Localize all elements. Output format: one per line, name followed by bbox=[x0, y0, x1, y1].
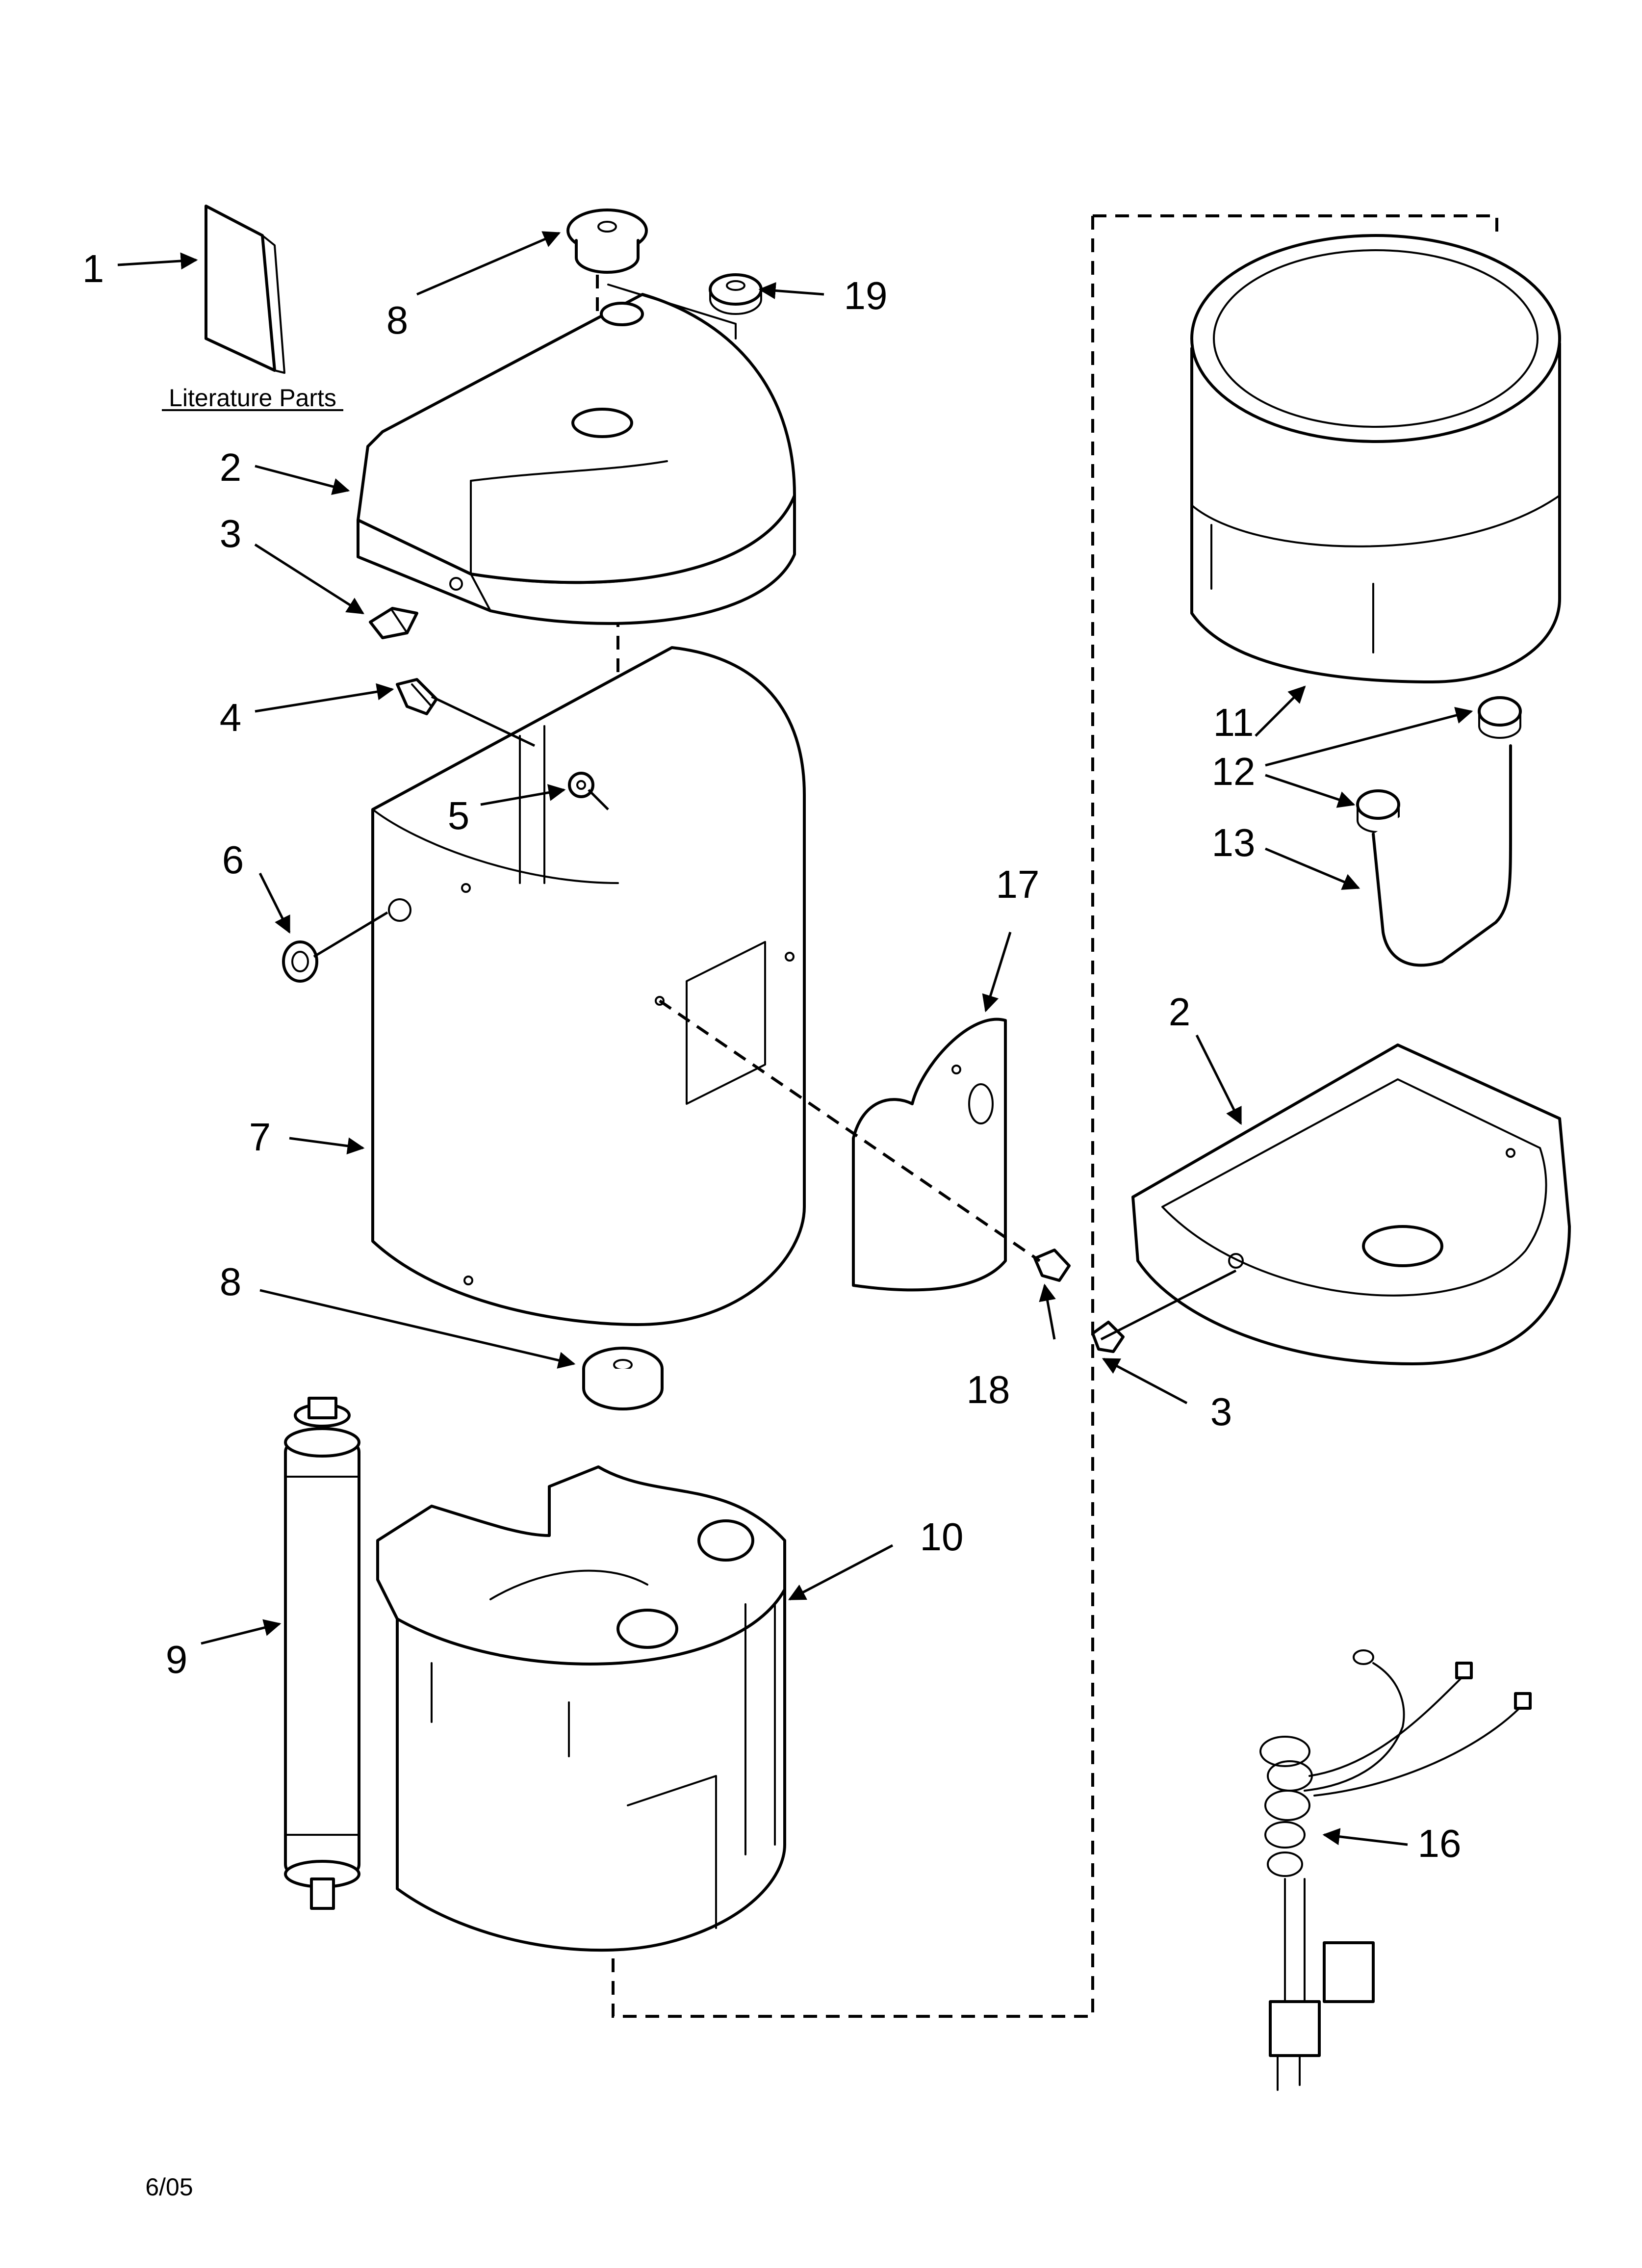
part-tubing bbox=[1372, 744, 1512, 967]
part-filter-cartridge bbox=[284, 1397, 360, 1910]
part-plug bbox=[282, 940, 318, 983]
literature-parts-label: Literature Parts bbox=[169, 384, 336, 412]
callout-3-tray: 3 bbox=[1210, 1390, 1232, 1434]
part-housing bbox=[371, 646, 806, 1326]
part-literature bbox=[205, 205, 285, 374]
part-clip-nut bbox=[568, 772, 594, 798]
callout-10: 10 bbox=[920, 1515, 964, 1559]
callout-17: 17 bbox=[996, 862, 1040, 906]
part-power-cord bbox=[1259, 1649, 1532, 2091]
part-fitting-cap-lower bbox=[1356, 789, 1400, 833]
callout-2-top: 2 bbox=[220, 445, 242, 489]
date-code: 6/05 bbox=[145, 2173, 193, 2201]
screw-guide-line bbox=[659, 999, 1041, 1262]
part-washer bbox=[709, 273, 763, 315]
leader-lines bbox=[117, 231, 1473, 1846]
part-shield bbox=[852, 1017, 1007, 1292]
callout-6: 6 bbox=[222, 838, 244, 882]
part-grommet-top bbox=[566, 209, 648, 274]
callout-8-bottom: 8 bbox=[220, 1260, 242, 1303]
callout-2-tray: 2 bbox=[1169, 990, 1191, 1034]
part-top-cover bbox=[357, 284, 796, 625]
callout-13: 13 bbox=[1212, 821, 1256, 864]
part-grommet-bottom bbox=[582, 1347, 664, 1410]
callout-9: 9 bbox=[166, 1638, 188, 1681]
callout-4: 4 bbox=[220, 696, 242, 739]
callout-labels: 1 8 19 2 3 4 5 6 7 17 8 18 9 10 11 12 13… bbox=[82, 247, 1462, 1865]
callout-1: 1 bbox=[82, 247, 104, 290]
part-screw-top bbox=[396, 678, 438, 715]
part-base bbox=[376, 1465, 786, 1952]
callout-3-top: 3 bbox=[220, 512, 242, 555]
callout-5: 5 bbox=[448, 794, 470, 837]
callout-7: 7 bbox=[249, 1115, 271, 1159]
part-reservoir bbox=[1190, 234, 1561, 683]
callout-16: 16 bbox=[1418, 1822, 1462, 1865]
part-fitting-cap-upper bbox=[1478, 696, 1522, 739]
part-tray bbox=[1131, 1043, 1571, 1365]
part-screw-shield bbox=[1033, 1249, 1071, 1282]
part-screw-cover bbox=[369, 607, 418, 639]
callout-12: 12 bbox=[1212, 750, 1256, 793]
callout-18: 18 bbox=[967, 1368, 1010, 1411]
callout-11: 11 bbox=[1213, 701, 1254, 744]
callout-19: 19 bbox=[844, 274, 888, 317]
callout-8-top: 8 bbox=[386, 298, 409, 342]
